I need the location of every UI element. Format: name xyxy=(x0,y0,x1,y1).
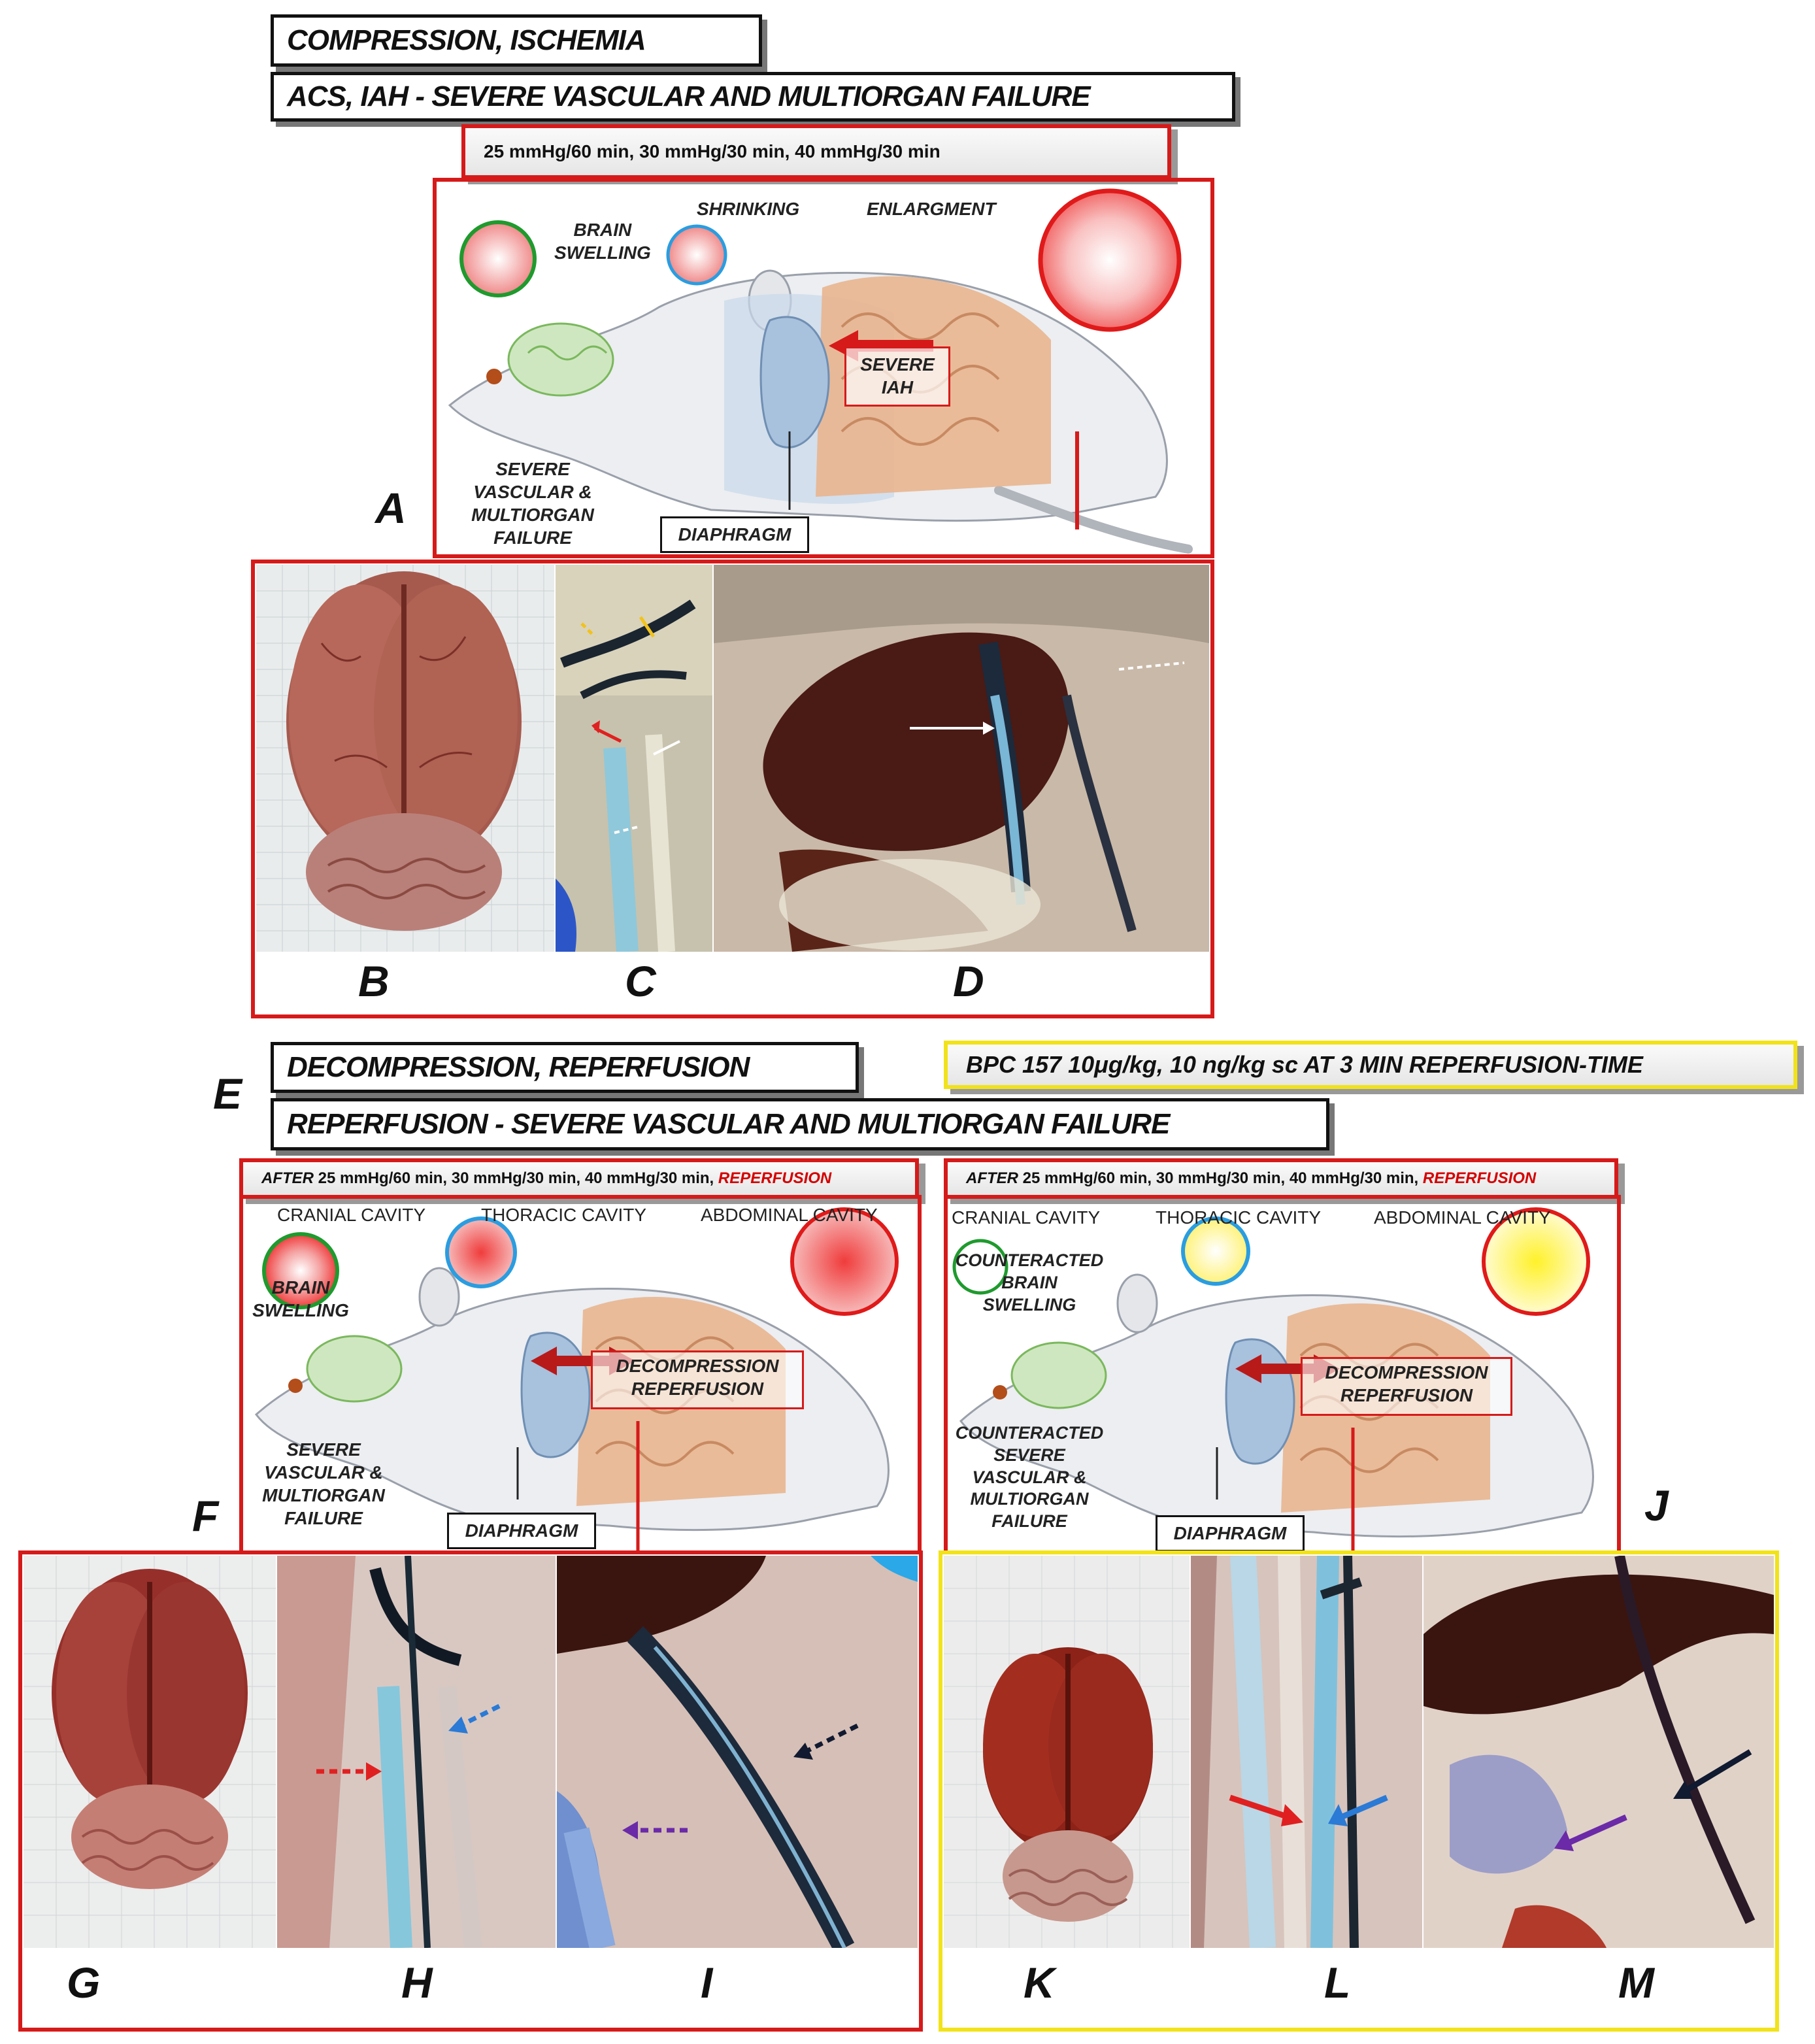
after-label-j: AFTER xyxy=(966,1169,1018,1187)
panel-letter-d: D xyxy=(953,957,984,1005)
panel-ghi-frame xyxy=(18,1550,923,2032)
protocol-text-j: 25 mmHg/60 min, 30 mmHg/30 min, 40 mmHg/… xyxy=(1022,1169,1419,1187)
label-shrinking: SHRINKING xyxy=(697,199,800,219)
label-cranial-j: CRANIAL CAVITY xyxy=(952,1207,1101,1228)
photo-i-abdomen xyxy=(557,1556,918,1948)
thoracic-circle-a xyxy=(666,224,727,286)
title-reperfusion-failure: REPERFUSION - SEVERE VASCULAR AND MULTIO… xyxy=(271,1098,1329,1150)
protocol-bar-top: 25 mmHg/60 min, 30 mmHg/30 min, 40 mmHg/… xyxy=(461,124,1171,179)
panel-letter-i: I xyxy=(701,1958,713,2007)
label-brain-swelling-j: COUNTERACTED BRAIN SWELLING xyxy=(955,1250,1104,1315)
photo-b-brain xyxy=(256,565,554,952)
rat-illustration-a xyxy=(448,188,1193,554)
title-decompression-reperfusion: DECOMPRESSION, REPERFUSION xyxy=(271,1042,859,1093)
label-cranial-f: CRANIAL CAVITY xyxy=(277,1205,426,1225)
panel-klm-frame xyxy=(939,1550,1779,2032)
panel-letter-h: H xyxy=(401,1958,433,2007)
treatment-bar: BPC 157 10μg/kg, 10 ng/kg sc AT 3 MIN RE… xyxy=(944,1041,1797,1089)
abdominal-circle-j xyxy=(1482,1207,1590,1316)
lung-diaphragm xyxy=(759,316,830,448)
cranial-circle-a xyxy=(459,220,537,297)
photo-l-vessels xyxy=(1191,1556,1422,1948)
label-brain-swelling-f: BRAIN SWELLING xyxy=(252,1277,349,1320)
panel-letter-b: B xyxy=(358,957,390,1005)
rat-illustration-f xyxy=(254,1207,899,1550)
label-brain-swelling-a: BRAIN SWELLING xyxy=(554,220,651,263)
decompression-box-f xyxy=(591,1350,804,1409)
protocol-text-f: 25 mmHg/60 min, 30 mmHg/30 min, 40 mmHg/… xyxy=(318,1169,714,1187)
skull-brain-green xyxy=(486,322,614,397)
panel-letter-f: F xyxy=(192,1492,219,1540)
panel-letter-m: M xyxy=(1618,1958,1654,2007)
abdominal-circle-f xyxy=(790,1207,899,1316)
photo-k-brain xyxy=(944,1556,1190,1948)
reperfusion-label-j: REPERFUSION xyxy=(1422,1169,1537,1187)
photo-c-vessels xyxy=(556,565,712,952)
photo-m-abdomen xyxy=(1424,1556,1774,1948)
title-compression-ischemia: COMPRESSION, ISCHEMIA xyxy=(271,14,762,67)
abdominal-circle-a xyxy=(1038,188,1182,332)
label-diaphragm-f: DIAPHRAGM xyxy=(447,1513,596,1549)
label-decompression-f: DECOMPRESSION REPERFUSION xyxy=(616,1356,779,1399)
severe-iah-box xyxy=(844,346,950,407)
panel-letter-c: C xyxy=(625,957,656,1005)
label-decompression-j: DECOMPRESSION REPERFUSION xyxy=(1325,1362,1488,1405)
panel-a-frame xyxy=(433,178,1214,558)
label-severe-iah: SEVERE IAH xyxy=(860,354,935,397)
after-label-f: AFTER xyxy=(261,1169,314,1187)
label-thoracic-f: THORACIC CAVITY xyxy=(481,1205,647,1225)
panel-letter-l: L xyxy=(1324,1958,1351,2007)
thoracic-circle-f xyxy=(445,1216,517,1288)
protocol-bar-f: AFTER 25 mmHg/60 min, 30 mmHg/30 min, 40… xyxy=(239,1158,919,1199)
label-thoracic-j: THORACIC CAVITY xyxy=(1156,1207,1322,1228)
title-acs-iah: ACS, IAH - SEVERE VASCULAR AND MULTIORGA… xyxy=(271,72,1235,122)
thoracic-circle-j xyxy=(1181,1216,1250,1286)
label-abdominal-j: ABDOMINAL CAVITY xyxy=(1374,1207,1551,1228)
panel-letter-g: G xyxy=(67,1958,101,2007)
photo-g-brain xyxy=(24,1556,276,1948)
cranial-circle-j xyxy=(952,1239,1008,1295)
panel-bcd-frame xyxy=(251,560,1214,1018)
protocol-bar-j: AFTER 25 mmHg/60 min, 30 mmHg/30 min, 40… xyxy=(944,1158,1618,1199)
label-diaphragm-j: DIAPHRAGM xyxy=(1156,1515,1305,1552)
photo-h-vessels xyxy=(277,1556,556,1948)
label-diaphragm-a: DIAPHRAGM xyxy=(660,516,809,553)
panel-letter-j: J xyxy=(1644,1481,1669,1530)
cranial-circle-f xyxy=(262,1232,339,1309)
panel-letter-e: E xyxy=(213,1069,242,1118)
label-abdominal-f: ABDOMINAL CAVITY xyxy=(701,1205,878,1225)
photo-d-abdomen xyxy=(714,565,1209,952)
label-failure-a: SEVERE VASCULAR & MULTIORGAN FAILURE xyxy=(471,459,594,548)
panel-letter-k: K xyxy=(1024,1958,1055,2007)
decompression-box-j xyxy=(1301,1357,1512,1416)
panel-letter-a: A xyxy=(375,484,407,532)
label-enlargment: ENLARGMENT xyxy=(867,199,996,219)
label-failure-f: SEVERE VASCULAR & MULTIORGAN FAILURE xyxy=(262,1439,385,1528)
reperfusion-label-f: REPERFUSION xyxy=(718,1169,832,1187)
label-failure-j: COUNTERACTED SEVERE VASCULAR & MULTIORGA… xyxy=(955,1423,1104,1531)
